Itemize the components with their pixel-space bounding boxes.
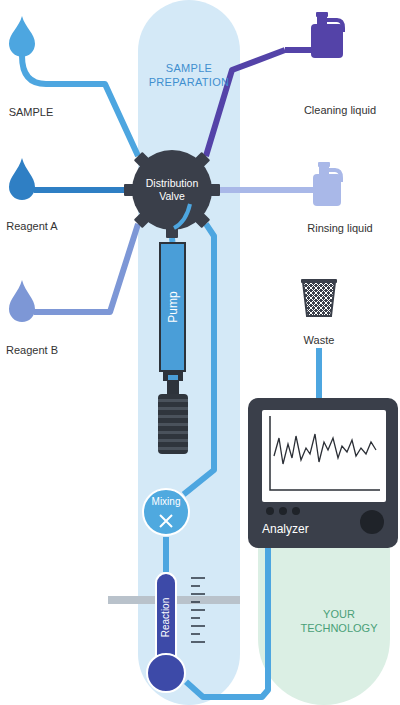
region-band: YOUR TECHNOLOGY: [258, 540, 390, 705]
drawn-shape: [191, 641, 205, 643]
mounting-bar: [108, 596, 240, 604]
reagent-source: Reagent A: [0, 156, 64, 234]
node-label: Waste: [304, 334, 335, 346]
sample-source: SAMPLE: [0, 12, 62, 120]
drawn-shape: [262, 410, 386, 502]
drawn-shape: [132, 150, 212, 230]
drawn-shape: [191, 601, 200, 603]
tube-connector: [163, 537, 169, 572]
node-label: Pump: [166, 291, 180, 322]
node-shape: [141, 487, 191, 537]
drawn-shape: [279, 507, 287, 515]
drawn-shape: [156, 573, 176, 673]
node-label: YOUR TECHNOLOGY: [298, 608, 380, 636]
drawn-shape: [303, 282, 335, 316]
drawn-shape: [311, 24, 343, 58]
drawn-shape: [313, 174, 341, 206]
liquid-bottle: Rinsing liquid: [285, 162, 395, 236]
drawn-shape: [191, 577, 205, 579]
pump-piston-mark: [168, 375, 178, 380]
node-shape: [0, 12, 62, 120]
drawn-shape: [191, 585, 200, 587]
drawn-shape: [9, 280, 35, 322]
drawn-shape: [147, 654, 185, 692]
mixing-circle: Mixing: [141, 487, 191, 537]
tube-connector: [220, 187, 285, 193]
drawn-shape: [285, 187, 315, 193]
drawn-shape: [191, 609, 205, 611]
drawn-shape: [143, 489, 189, 535]
drawn-shape: [22, 56, 62, 84]
liquid-bottle: Cleaning liquid: [285, 8, 395, 118]
node-label: Mixing: [152, 496, 181, 507]
drawn-shape: [274, 434, 376, 464]
tube-connector: [64, 187, 124, 193]
node-label: SAMPLE: [9, 106, 54, 118]
reaction-thermometer: Reaction: [146, 572, 186, 694]
drawn-shape: [34, 309, 64, 315]
drawn-shape: [270, 416, 380, 490]
node-label: Reaction: [161, 598, 172, 637]
drawn-shape: [191, 617, 200, 619]
node-label: Rinsing liquid: [307, 222, 372, 234]
pump-bellows: [158, 394, 188, 454]
drawn-shape: [360, 510, 384, 534]
drawn-shape: [34, 187, 64, 193]
drawn-shape: [292, 507, 300, 515]
analyzer-box: Analyzer: [248, 398, 398, 548]
tube-connector: [184, 224, 214, 494]
node-label: Reagent B: [6, 344, 58, 356]
drawn-shape: [9, 158, 35, 200]
drawn-shape: [174, 204, 190, 228]
drawn-shape: [160, 515, 172, 527]
tube-connector: [186, 548, 268, 697]
drawn-shape: [160, 243, 185, 371]
pump-cylinder: Pump: [159, 242, 186, 372]
drawn-shape: [191, 633, 200, 635]
node-shape: [285, 8, 395, 118]
drawn-shape: [157, 658, 175, 674]
node-label: SAMPLE PREPARATION: [144, 62, 234, 90]
drawn-shape: [248, 398, 398, 548]
drawn-shape: [191, 593, 205, 595]
waste-basket: Waste: [296, 278, 342, 348]
node-label: Analyzer: [262, 522, 309, 536]
tube-connector: [206, 50, 285, 156]
node-label: Distribution Valve: [140, 177, 204, 202]
pump-piston: [163, 372, 183, 381]
drawn-shape: [191, 625, 205, 627]
pump-rod: [167, 381, 179, 394]
drawn-shape: [301, 279, 337, 283]
valve-circle: Distribution Valve: [124, 142, 220, 238]
reagent-source: Reagent B: [0, 278, 64, 358]
node-label: Cleaning liquid: [304, 104, 376, 116]
tube-connector: [169, 238, 176, 242]
tube-connector: [64, 224, 138, 312]
tube-connector: [316, 348, 322, 398]
thermometer-scale: [191, 578, 205, 642]
node-label: Reagent A: [6, 220, 57, 232]
drawn-shape: [285, 47, 313, 53]
drawn-shape: [9, 16, 35, 57]
drawn-shape: [266, 507, 274, 515]
tube-connector: [62, 84, 138, 156]
